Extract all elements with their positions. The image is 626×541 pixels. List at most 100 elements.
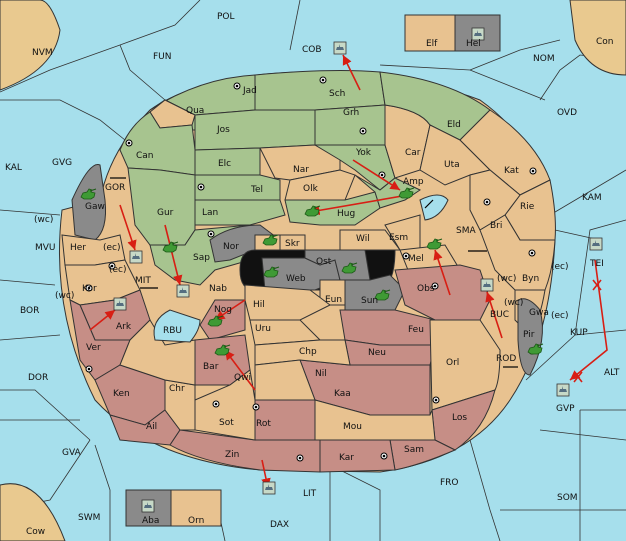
svg-text:Yok: Yok xyxy=(355,148,372,158)
svg-text:(wc): (wc) xyxy=(504,298,523,308)
sea-rbu[interactable] xyxy=(153,309,201,343)
region-labels: Jad Sch Qua Jos Grh Eld Can Elc Nar Yok … xyxy=(26,37,614,537)
region-cow[interactable] xyxy=(0,483,66,541)
sea-arrows xyxy=(110,177,518,368)
svg-text:(wc): (wc) xyxy=(34,215,53,225)
region-obs[interactable] xyxy=(394,264,491,321)
region-zin[interactable] xyxy=(169,429,321,473)
label-tei: TEI xyxy=(589,259,604,269)
fleet-nab[interactable] xyxy=(176,284,190,298)
land-nw-corner xyxy=(0,0,61,91)
region-chr-north[interactable] xyxy=(119,319,196,386)
label-dax: DAX xyxy=(270,520,289,530)
svg-text:Ver: Ver xyxy=(86,343,101,353)
region-ost[interactable] xyxy=(304,249,371,281)
cut-marks xyxy=(573,279,602,383)
green-power xyxy=(119,70,491,286)
svg-text:Con: Con xyxy=(596,37,614,47)
svg-text:Obs: Obs xyxy=(417,284,435,294)
label-bor: BOR xyxy=(20,306,39,316)
svg-text:Uru: Uru xyxy=(255,324,271,334)
svg-text:Olk: Olk xyxy=(303,184,319,194)
svg-text:Kat: Kat xyxy=(504,166,519,176)
label-mit: MIT xyxy=(135,276,151,286)
svg-text:(ec): (ec) xyxy=(109,265,127,275)
label-fun: FUN xyxy=(153,52,172,62)
fleet-gvp[interactable] xyxy=(556,383,570,397)
svg-text:Wil: Wil xyxy=(356,234,370,244)
svg-text:Ost: Ost xyxy=(316,257,332,267)
svg-text:Ken: Ken xyxy=(113,389,130,399)
svg-text:Gaw: Gaw xyxy=(85,202,105,212)
label-nvm: NVM xyxy=(32,48,53,58)
svg-text:Nor: Nor xyxy=(223,242,239,252)
label-kam: KAM xyxy=(582,193,602,203)
region-orn[interactable] xyxy=(170,489,222,527)
svg-text:(ec): (ec) xyxy=(551,262,569,272)
label-alt: ALT xyxy=(604,368,620,378)
svg-text:Elc: Elc xyxy=(218,159,231,169)
label-fro: FRO xyxy=(440,478,459,488)
red-power xyxy=(94,264,501,473)
svg-text:Gur: Gur xyxy=(157,208,174,218)
region-mou[interactable] xyxy=(314,399,436,441)
svg-text:Skr: Skr xyxy=(285,239,300,249)
svg-text:Nar: Nar xyxy=(293,165,309,175)
region-nog[interactable] xyxy=(199,299,246,341)
svg-text:Gwa: Gwa xyxy=(529,308,549,318)
svg-text:Amp: Amp xyxy=(403,177,424,187)
region-elf[interactable] xyxy=(404,14,456,52)
fleet-ark[interactable] xyxy=(113,297,127,311)
label-nom: NOM xyxy=(533,54,555,64)
svg-text:Neu: Neu xyxy=(368,348,386,358)
label-gva: GVA xyxy=(62,448,82,458)
svg-text:Cow: Cow xyxy=(26,527,45,537)
label-rod: ROD xyxy=(496,354,516,364)
svg-text:Sam: Sam xyxy=(404,445,424,455)
region-jos[interactable] xyxy=(194,109,316,151)
svg-text:Mou: Mou xyxy=(343,422,362,432)
region-nor[interactable] xyxy=(209,224,282,263)
svg-text:Qwi: Qwi xyxy=(234,373,251,383)
label-gvp: GVP xyxy=(556,404,575,414)
label-lit: LIT xyxy=(303,489,317,499)
label-kal: KAL xyxy=(5,163,22,173)
svg-text:Eld: Eld xyxy=(447,120,461,130)
svg-text:Kar: Kar xyxy=(339,453,354,463)
sea-sma-inlet[interactable] xyxy=(419,194,449,221)
label-mvu: MVU xyxy=(35,243,56,253)
svg-text:Ark: Ark xyxy=(116,322,132,332)
label-rbu: RBU xyxy=(163,326,182,336)
fleet-mit[interactable] xyxy=(129,250,143,264)
svg-text:Byn: Byn xyxy=(522,274,539,284)
svg-text:Jad: Jad xyxy=(242,86,257,96)
region-sch[interactable] xyxy=(254,70,386,111)
region-gaw[interactable] xyxy=(71,163,106,241)
svg-text:Nab: Nab xyxy=(209,284,227,294)
svg-text:Uta: Uta xyxy=(444,160,460,170)
svg-text:Orn: Orn xyxy=(188,516,204,526)
label-swm: SWM xyxy=(78,513,100,523)
svg-text:(ec): (ec) xyxy=(103,243,121,253)
svg-text:Lan: Lan xyxy=(202,208,218,218)
fleet-aba[interactable] xyxy=(141,499,155,513)
svg-text:Chr: Chr xyxy=(169,384,185,394)
region-sam[interactable] xyxy=(389,439,457,471)
region-tel[interactable] xyxy=(194,174,281,201)
svg-text:(wc): (wc) xyxy=(55,291,74,301)
region-lan[interactable] xyxy=(194,199,286,226)
svg-text:Bri: Bri xyxy=(490,221,502,231)
fleet-buc[interactable] xyxy=(480,278,494,292)
svg-text:Sch: Sch xyxy=(329,89,345,99)
svg-text:Nog: Nog xyxy=(214,305,232,315)
fleet-lit[interactable] xyxy=(262,481,276,495)
fleet-tei[interactable] xyxy=(589,237,603,251)
svg-text:(ec): (ec) xyxy=(551,311,569,321)
svg-text:Grh: Grh xyxy=(343,108,359,118)
fleet-cob[interactable] xyxy=(333,41,347,55)
svg-text:Web: Web xyxy=(286,274,306,284)
svg-text:Rie: Rie xyxy=(520,202,535,212)
svg-text:Kor: Kor xyxy=(82,284,97,294)
svg-text:Hug: Hug xyxy=(337,209,355,219)
